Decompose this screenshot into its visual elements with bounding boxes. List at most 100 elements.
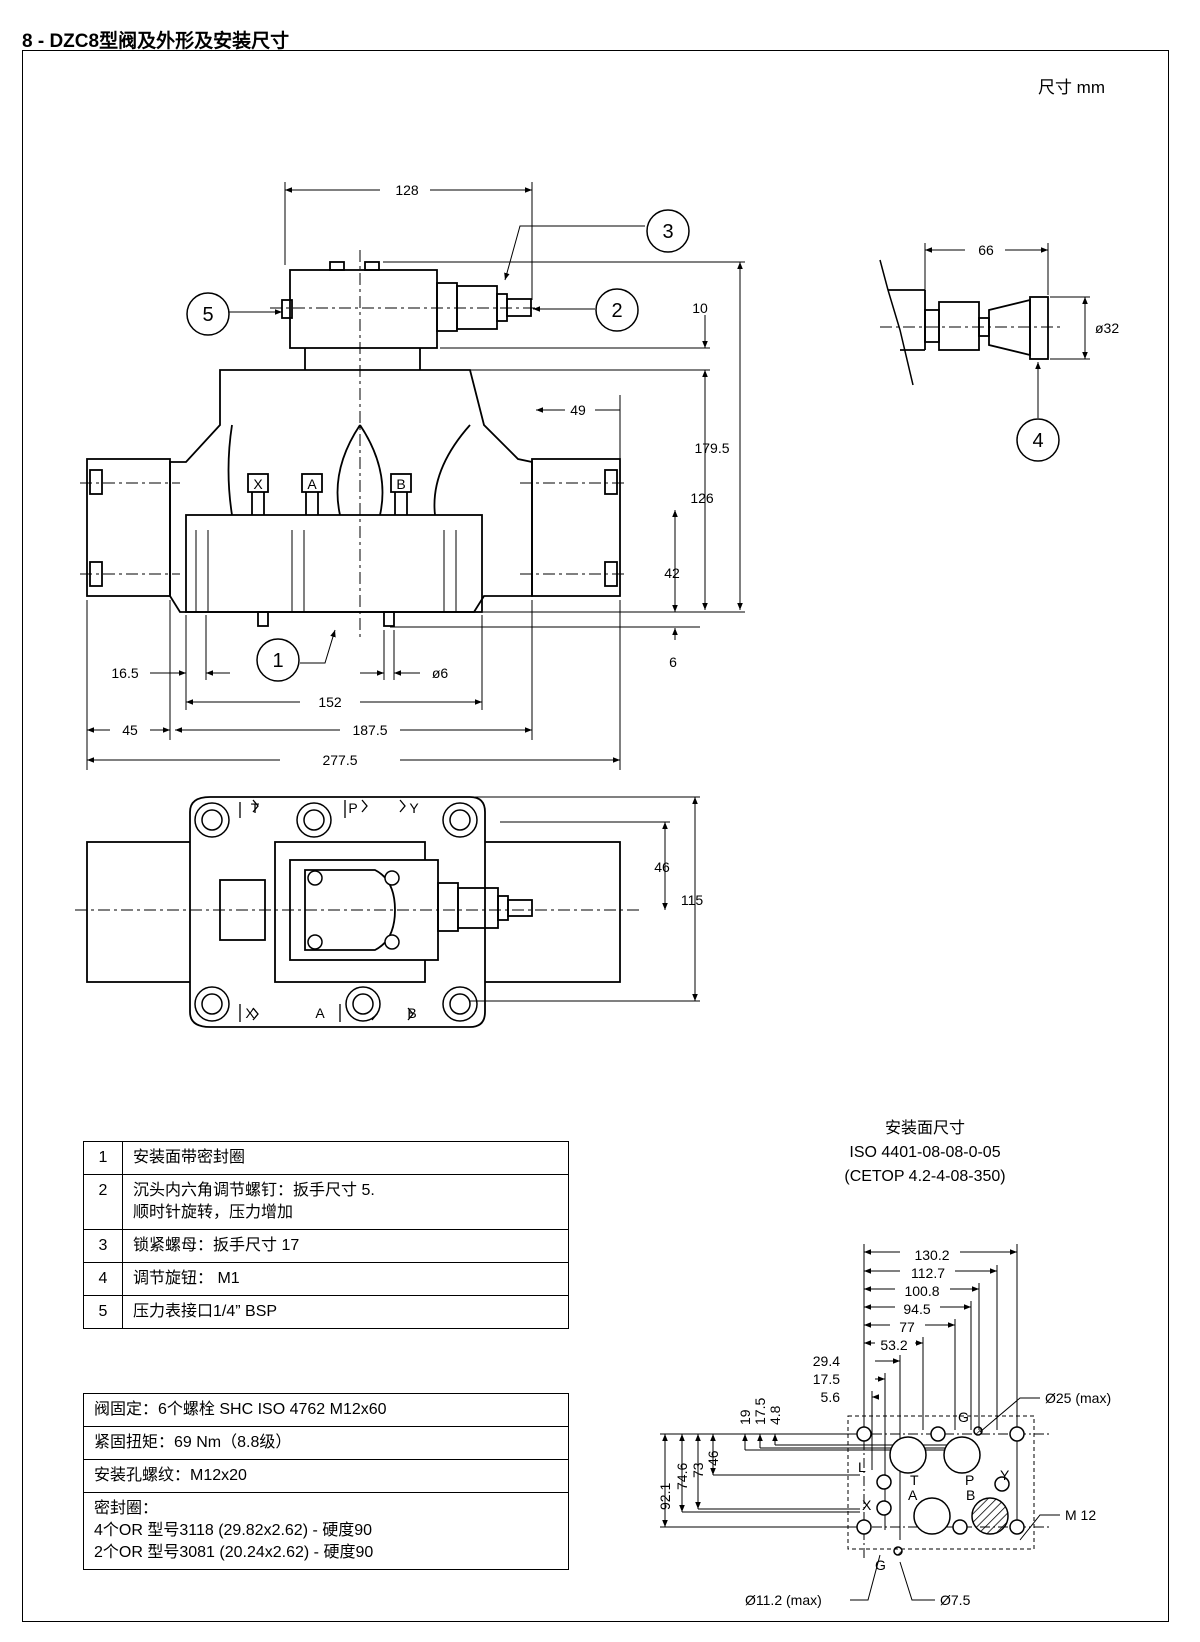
port-a-label: A xyxy=(307,476,317,492)
dim-4-8: 4.8 xyxy=(767,1405,783,1425)
front-view xyxy=(86,261,621,627)
label-l: L xyxy=(858,1459,866,1475)
dim-92-1: 92.1 xyxy=(657,1483,673,1510)
mounting-title: 安装面尺寸 ISO 4401-08-08-0-05 (CETOP 4.2-4-0… xyxy=(800,1117,1050,1189)
bot-port-b: B xyxy=(407,1005,416,1021)
dim-46: 46 xyxy=(654,859,670,875)
port-b-label: B xyxy=(396,476,405,492)
label-text: 密封圈： xyxy=(94,1500,159,1517)
table-row: 安装孔螺纹：M12x20 xyxy=(83,1459,569,1493)
table-cell: 阀固定：6个螺栓 SHC ISO 4762 M12x60 xyxy=(83,1393,569,1427)
callout-2 xyxy=(595,288,639,332)
callout-4-label: 4 xyxy=(1032,430,1043,452)
label-text: 2个OR 型号3081 (20.24x2.62) - 硬度90 xyxy=(94,1544,374,1561)
dim-94-5: 94.5 xyxy=(903,1301,930,1317)
dim-19: 19 xyxy=(737,1409,753,1425)
label-g2: G xyxy=(875,1557,886,1573)
mounting-standard-2: (CETOP 4.2-4-08-350) xyxy=(844,1168,1006,1185)
label-text: 顺时针旋转，压力增加 xyxy=(133,1204,294,1221)
table-cell: 调节旋钮： M1 xyxy=(122,1262,569,1296)
label-a: A xyxy=(908,1487,918,1503)
top-view-bolts xyxy=(194,802,478,1022)
dim-phi6: ø6 xyxy=(432,665,449,681)
front-callouts xyxy=(186,209,690,682)
top-port-p: P xyxy=(348,800,357,816)
dim-10: 10 xyxy=(692,300,708,316)
dim-45: 45 xyxy=(122,722,138,738)
dim-6: 6 xyxy=(669,654,677,670)
dim-100-8: 100.8 xyxy=(904,1283,939,1299)
mounting-heading: 安装面尺寸 xyxy=(884,1120,965,1137)
label-text: 沉头内六角调节螺钉：扳手尺寸 5. xyxy=(133,1182,375,1199)
top-port-y: Y xyxy=(409,800,419,816)
table-cell: 紧固扭矩：69 Nm（8.8级） xyxy=(83,1426,569,1460)
mounting-holes xyxy=(856,1426,1025,1556)
dim-187-5: 187.5 xyxy=(352,722,387,738)
dim-m12: M 12 xyxy=(1065,1507,1096,1523)
dim-phi7-5: Ø7.5 xyxy=(940,1592,971,1608)
table-row: 2 沉头内六角调节螺钉：扳手尺寸 5. 顺时针旋转，压力增加 xyxy=(83,1174,569,1230)
dim-53-2: 53.2 xyxy=(880,1337,907,1353)
dim-128: 128 xyxy=(395,182,419,198)
callout-3 xyxy=(646,209,690,253)
table-cell: 压力表接口1/4” BSP xyxy=(122,1295,569,1329)
front-dimensions xyxy=(86,182,745,770)
table-cell: 密封圈： 4个OR 型号3118 (29.82x2.62) - 硬度90 2个OR … xyxy=(83,1492,569,1570)
callout-5-label: 5 xyxy=(202,304,213,326)
bot-port-x: X xyxy=(245,1005,255,1021)
table-cell: 锁紧螺母：扳手尺寸 17 xyxy=(122,1229,569,1263)
unit-label: 尺寸 mm xyxy=(1037,78,1105,97)
table-cell: 安装孔螺纹：M12x20 xyxy=(83,1459,569,1493)
label-g1: G xyxy=(958,1409,969,1425)
callout-5 xyxy=(186,292,230,336)
table-cell: 沉头内六角调节螺钉：扳手尺寸 5. 顺时针旋转，压力增加 xyxy=(122,1174,569,1230)
dim-17-5v: 17.5 xyxy=(752,1398,768,1425)
dim-152: 152 xyxy=(318,694,342,710)
top-port-t: T xyxy=(251,800,260,816)
dim-179-5: 179.5 xyxy=(694,440,729,456)
mounting-standard-1: ISO 4401-08-08-0-05 xyxy=(849,1144,1001,1161)
drawing-frame xyxy=(22,50,1169,1622)
dim-49: 49 xyxy=(570,402,586,418)
knob-detail xyxy=(879,243,1090,418)
dim-46v: 46 xyxy=(705,1450,721,1466)
label-text: 4个OR 型号3118 (29.82x2.62) - 硬度90 xyxy=(94,1522,373,1539)
table-row: 密封圈： 4个OR 型号3118 (29.82x2.62) - 硬度90 2个OR … xyxy=(83,1492,569,1570)
callout-1 xyxy=(256,638,300,682)
dim-115: 115 xyxy=(681,892,704,908)
label-x: X xyxy=(862,1497,872,1513)
table-cell: 3 xyxy=(83,1229,123,1263)
callout-2-label: 2 xyxy=(611,300,622,322)
dim-phi25: Ø25 (max) xyxy=(1045,1390,1111,1406)
table-cell: 2 xyxy=(83,1174,123,1230)
callout-3-label: 3 xyxy=(662,221,673,243)
front-centerlines xyxy=(80,250,625,640)
dim-5-6: 5.6 xyxy=(821,1389,841,1405)
dim-16-5: 16.5 xyxy=(111,665,138,681)
dim-phi32: ø32 xyxy=(1095,320,1119,336)
table-row: 紧固扭矩：69 Nm（8.8级） xyxy=(83,1426,569,1460)
page-title: 8 - DZC8型阀及外形及安装尺寸 xyxy=(22,31,290,52)
label-y: Y xyxy=(1000,1467,1010,1483)
table-cell: 4 xyxy=(83,1262,123,1296)
dim-130-2: 130.2 xyxy=(914,1247,949,1263)
bot-port-a: A xyxy=(315,1005,325,1021)
table-cell: 安装面带密封圈 xyxy=(122,1141,569,1175)
mounting-surface xyxy=(660,1244,1060,1601)
label-p: P xyxy=(965,1472,974,1488)
port-x-label: X xyxy=(253,476,263,492)
dim-42: 42 xyxy=(664,565,680,581)
dim-126: 126 xyxy=(690,490,714,506)
table-row: 阀固定：6个螺栓 SHC ISO 4762 M12x60 xyxy=(83,1393,569,1427)
dim-112-7: 112.7 xyxy=(911,1265,945,1281)
dim-74-6: 74.6 xyxy=(674,1463,690,1490)
label-t: T xyxy=(910,1472,919,1488)
dim-277-5: 277.5 xyxy=(322,752,357,768)
top-view xyxy=(86,796,621,1028)
callout-1-label: 1 xyxy=(272,650,283,672)
